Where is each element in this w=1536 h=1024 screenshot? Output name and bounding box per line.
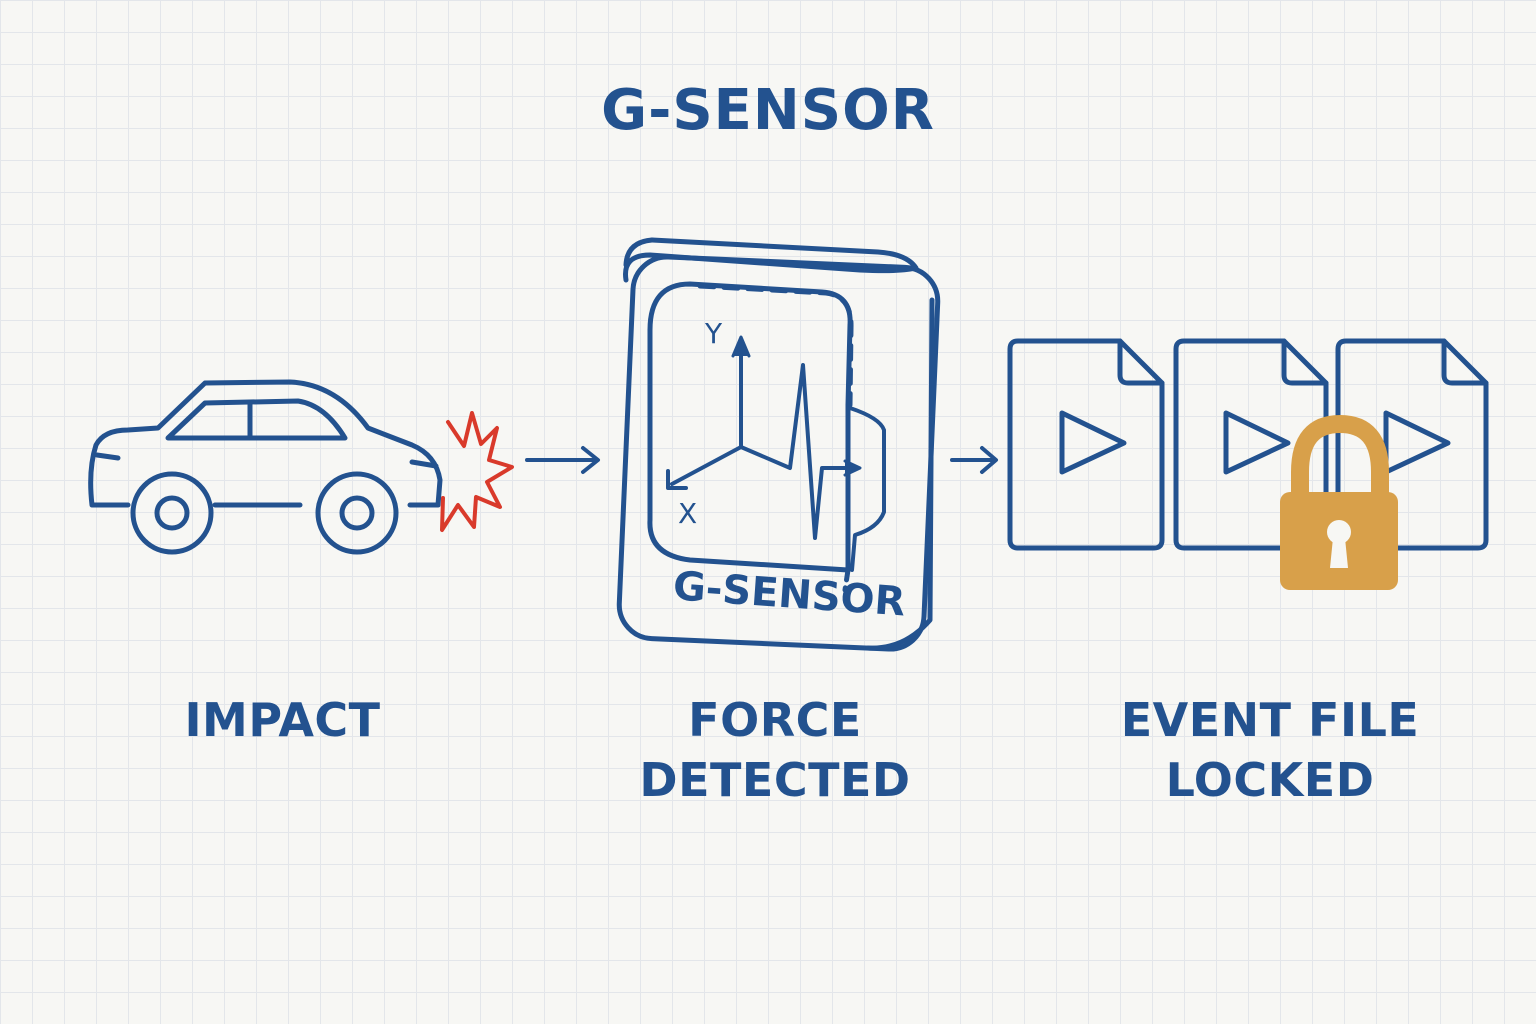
padlock-icon [1280,414,1398,590]
diagram-title: G-SENSOR [601,78,935,143]
sensor-axis-x-label: X [678,497,697,530]
step-label-line: LOCKED [1165,753,1375,807]
sensor-device-label: G-SENSOR [672,563,907,625]
arrow-sensor-to-files [950,446,998,474]
step-label-line: IMPACT [184,693,381,747]
sensor-axis-y-label: Y [704,317,723,350]
video-file-icon-1 [1007,338,1165,551]
step-label-event-file-locked: EVENT FILE LOCKED [1090,690,1450,810]
step-label-force-detected: FORCE DETECTED [600,690,950,810]
arrow-impact-to-sensor [525,446,600,474]
car-icon [88,379,443,555]
step-label-line: EVENT FILE [1120,693,1420,747]
step-label-impact: IMPACT [150,690,415,750]
impact-burst-icon [440,411,514,532]
step-label-line: DETECTED [639,753,911,807]
step-label-line: FORCE [688,693,862,747]
g-sensor-device-icon [616,237,941,652]
